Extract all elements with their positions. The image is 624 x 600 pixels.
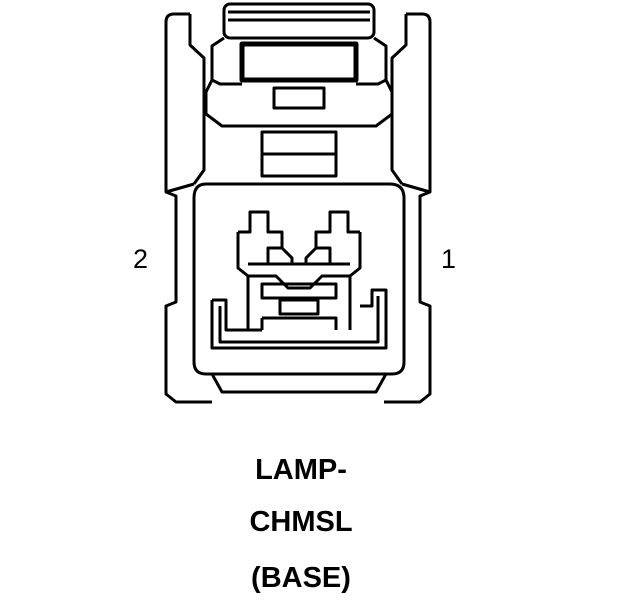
bottom-tray (210, 288, 388, 350)
center-window (260, 130, 338, 178)
connector-shell (164, 12, 432, 404)
terminal-cavity (236, 210, 362, 316)
caption-line-1: LAMP- (255, 454, 347, 486)
pin-label-1: 1 (441, 244, 457, 274)
front-housing (192, 182, 406, 394)
caption-line-2: CHMSL (249, 506, 353, 538)
pin-label-2: 2 (133, 244, 149, 274)
caption-line-3: (BASE) (251, 562, 351, 594)
top-latch (204, 2, 394, 128)
connector-diagram (164, 2, 432, 404)
